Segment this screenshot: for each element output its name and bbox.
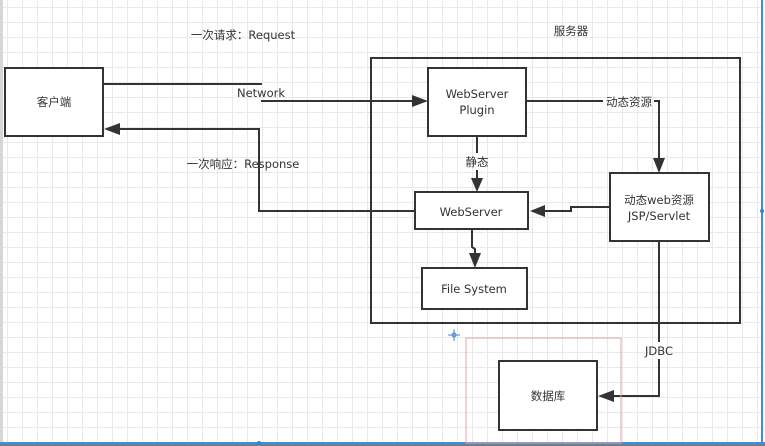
node-database-box[interactable] bbox=[498, 360, 598, 431]
resize-handle-bottom[interactable] bbox=[257, 441, 261, 445]
edge-static-label: 静态 bbox=[466, 155, 489, 169]
edge-response-line[interactable] bbox=[120, 128, 415, 212]
edge-dynamic-to-webserver[interactable] bbox=[530, 205, 610, 217]
edge-response[interactable] bbox=[104, 123, 415, 212]
crosshair-cursor-icon bbox=[448, 329, 460, 341]
resize-handle-right[interactable] bbox=[760, 209, 764, 213]
canvas-bottom-shadow bbox=[0, 444, 765, 446]
edge-jdbc-arrowhead bbox=[598, 390, 614, 402]
node-file-system-box[interactable] bbox=[421, 267, 528, 310]
page-right-border[interactable] bbox=[761, 0, 763, 446]
edge-request-network-label: Network bbox=[237, 86, 285, 100]
edge-response-arrowhead bbox=[104, 123, 120, 135]
node-dynamic-resource[interactable]: 动态web资源 JSP/Servlet bbox=[609, 172, 710, 242]
node-client-box[interactable] bbox=[4, 67, 104, 137]
edge-dynamic-line-b[interactable] bbox=[654, 100, 660, 158]
edge-request[interactable] bbox=[104, 83, 428, 107]
server-group[interactable] bbox=[370, 57, 741, 324]
edge-jdbc-label: JDBC bbox=[644, 344, 673, 358]
node-file-system[interactable]: File System bbox=[421, 267, 528, 310]
node-dynamic-resource-box[interactable] bbox=[609, 172, 710, 242]
node-dynamic-resource-label-line2: JSP/Servlet bbox=[627, 209, 691, 223]
node-file-system-label: File System bbox=[441, 282, 507, 296]
edge-static-arrowhead bbox=[471, 178, 483, 192]
edge-response-label: 一次响应：Response bbox=[187, 157, 300, 171]
selection-highlight-box[interactable] bbox=[465, 337, 622, 444]
edge-dynamic-to-webserver-line[interactable] bbox=[545, 206, 610, 212]
server-group-border[interactable] bbox=[370, 57, 741, 324]
node-webserver-box[interactable] bbox=[414, 191, 529, 230]
node-webserver-plugin[interactable]: WebServer Plugin bbox=[427, 67, 527, 137]
edge-static[interactable] bbox=[471, 136, 483, 192]
edge-webserver-to-filesystem-line[interactable] bbox=[471, 229, 476, 254]
edge-jdbc[interactable] bbox=[598, 241, 660, 402]
node-webserver-plugin-box[interactable] bbox=[427, 67, 527, 137]
page-bottom-border[interactable] bbox=[0, 442, 765, 444]
node-webserver-plugin-label-line1: WebServer bbox=[446, 87, 509, 101]
canvas-right-margin bbox=[763, 0, 765, 446]
node-database-label: 数据库 bbox=[531, 389, 566, 403]
canvas-left-border bbox=[0, 0, 3, 446]
node-webserver-label: WebServer bbox=[440, 205, 503, 219]
edge-webserver-to-filesystem[interactable] bbox=[469, 229, 481, 268]
edge-jdbc-line-b[interactable] bbox=[614, 359, 660, 397]
edge-webserver-to-filesystem-arrowhead bbox=[469, 253, 481, 268]
server-group-label: 服务器 bbox=[554, 24, 589, 38]
edge-dynamic-label: 动态资源 bbox=[606, 95, 652, 109]
edge-dynamic-to-webserver-arrowhead bbox=[530, 205, 545, 217]
edge-request-arrowhead bbox=[412, 95, 428, 107]
node-database[interactable]: 数据库 bbox=[498, 360, 598, 431]
edge-request-label: 一次请求：Request bbox=[191, 28, 296, 42]
node-dynamic-resource-label-line1: 动态web资源 bbox=[624, 193, 694, 207]
node-webserver[interactable]: WebServer bbox=[414, 191, 529, 230]
edge-dynamic-arrowhead bbox=[653, 158, 665, 173]
node-client[interactable]: 客户端 bbox=[4, 67, 104, 137]
edge-dynamic[interactable] bbox=[526, 100, 665, 173]
node-webserver-plugin-label-line2: Plugin bbox=[459, 103, 494, 117]
node-client-label: 客户端 bbox=[37, 95, 72, 109]
